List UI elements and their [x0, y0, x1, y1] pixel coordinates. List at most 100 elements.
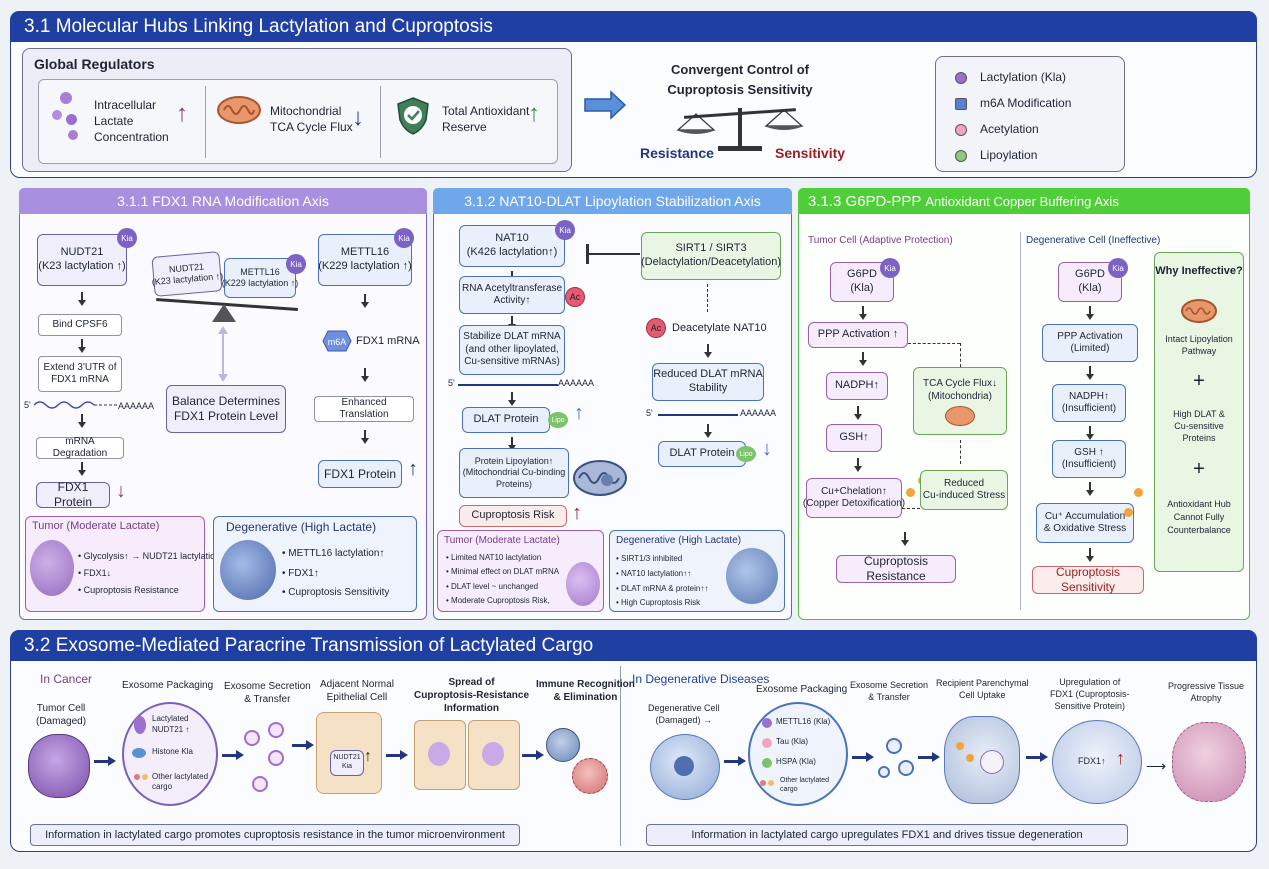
rna-acetyltransferase-box: RNA Acetyltransferase Activity↑ [459, 276, 565, 314]
fdx1-up-arrow: ↑ [1116, 748, 1125, 768]
cell-cluster-icon [726, 548, 778, 604]
fdx1-protein-box-2: FDX1 Protein [318, 460, 402, 488]
copper-ion-icon [1134, 488, 1143, 497]
right-arrow-icon [1026, 752, 1048, 762]
panel-3-1-1-header: 3.1.1 FDX1 RNA Modification Axis [19, 188, 427, 214]
right-arrow-icon [386, 750, 408, 760]
down-arrow [360, 368, 370, 382]
down-arrow [1085, 366, 1095, 380]
degen-list-2: • SIRT1/3 inhibited • NAT10 lactylation↑↑… [616, 552, 708, 611]
intact-label: Intact Lipoylation Pathway [1165, 334, 1233, 357]
dashed-arrow [707, 284, 708, 312]
cargo-dot-icon [966, 754, 974, 762]
down-arrow [858, 306, 868, 320]
down-arrow [703, 344, 713, 358]
cargo-item: Histone Kla [152, 747, 193, 756]
secretion-label: Exosome Secretion & Transfer [850, 680, 929, 702]
gsh-box: GSH↑ [826, 424, 882, 452]
bind-cpsf6-box: Bind CPSF6 [38, 314, 122, 336]
lipo-badge: Lipo [548, 412, 568, 428]
down-arrow [77, 292, 87, 306]
cancer-caption: Information in lactylated cargo promotes… [30, 824, 520, 846]
sensitivity-label: Sensitivity [775, 145, 846, 161]
list-item: • Limited NAT10 lactylation [446, 553, 542, 562]
right-arrow-icon [724, 756, 746, 766]
secretion-label: Exosome Secretion & Transfer [224, 681, 311, 705]
caption-text: Information in lactylated cargo upregula… [691, 829, 1083, 841]
divider [620, 666, 621, 846]
g6pd-box: G6PD (Kla) [830, 262, 894, 302]
down-arrow [1085, 426, 1095, 440]
ac-badge: Ac [646, 318, 666, 338]
degen-caption: Information in lactylated cargo upregula… [646, 824, 1128, 846]
right-arrow-icon: ⟶ [1146, 758, 1167, 774]
down-arrow [360, 294, 370, 308]
cargo-dot-icon [760, 780, 766, 786]
antioxidant-up-arrow: ↑ [528, 100, 540, 127]
list-item: • SIRT1/3 inhibited [616, 554, 683, 563]
tumor-cell-label: Tumor Cell (Adaptive Protection) [808, 235, 953, 246]
risk-up-arrow: ↑ [572, 502, 582, 524]
ppp-limited-box: PPP Activation (Limited) [1042, 324, 1138, 362]
fdx1-label: FDX1↑ [1078, 756, 1106, 766]
tumor-title-1: Tumor (Moderate Lactate) [32, 520, 160, 532]
cell-cluster-icon [220, 540, 276, 600]
mitochondria-icon [217, 96, 261, 124]
lipo-badge: Lipo [736, 446, 756, 462]
convergent-title: Convergent Control of Cuproptosis Sensit… [667, 62, 813, 98]
antioxidant-label: Total Antioxidant Reserve [442, 104, 530, 135]
exosome-icon [268, 750, 284, 766]
dashed-connector [902, 508, 920, 509]
down-arrow [853, 406, 863, 420]
down-arrow [360, 430, 370, 444]
mitochondria-icon [1181, 299, 1217, 323]
dashed-arrow [960, 440, 961, 464]
poly-a-label: AAAAAA [558, 378, 595, 388]
down-arrow [1085, 548, 1095, 562]
section-3-2-panel [10, 630, 1257, 852]
gsh-insufficient-box: GSH ↑ (Insufficient) [1052, 440, 1126, 478]
seesaw-fulcrum [212, 304, 236, 322]
list-item: • Glycolysis↑ → NUDT21 lactylation↑ [78, 551, 225, 561]
lactate-label: Intracellular Lactate Concentration [94, 98, 169, 145]
exosome-icon [268, 722, 284, 738]
legend-swatch [955, 72, 967, 84]
kia-badge: Kia [1108, 258, 1128, 278]
dlat-down-arrow: ↓ [762, 438, 772, 460]
tca-down-arrow: ↓ [352, 104, 364, 131]
section-3-2-header: 3.2 Exosome-Mediated Paracrine Transmiss… [10, 630, 1257, 661]
inhibit-line [588, 253, 640, 255]
exosome-icon [898, 760, 914, 776]
nucleus-icon [980, 750, 1004, 774]
list-item: • Cuproptosis Resistance [78, 585, 179, 596]
tumor-list-1: • Glycolysis↑ → NUDT21 lactylation↑• FDX… [78, 548, 225, 599]
dashed-connector [960, 343, 961, 367]
immune-label: Immune Recognition & Elimination [536, 679, 635, 703]
atrophy-cluster-icon [1172, 722, 1246, 802]
degen-cell-label: Degenerative Cell (Ineffective) [1026, 235, 1161, 246]
five-prime-label: 5' [646, 408, 653, 418]
down-arrow [900, 532, 910, 546]
mitochondria-icon [573, 460, 627, 496]
lactate-up-arrow: ↑ [176, 100, 188, 127]
nadph-insufficient-box: NADPH↑ (Insufficient) [1052, 384, 1126, 422]
right-arrow-icon [222, 750, 244, 760]
list-item: • Minimal effect on DLAT mRNA [446, 567, 560, 577]
kla-protein-icon [762, 718, 772, 728]
down-arrow [858, 352, 868, 366]
fdx1-up-arrow: ↑ [408, 458, 418, 480]
down-arrow [77, 414, 87, 428]
kia-badge: Kia [286, 254, 306, 274]
right-arrow-icon [852, 752, 874, 762]
cargo-item: METTL16 (Kla) [776, 717, 831, 726]
down-arrow [77, 339, 87, 353]
list-item: • NAT10 lactylation↑↑ [616, 568, 692, 578]
copper-ion-icon [906, 488, 915, 497]
caption-text: Information in lactylated cargo promotes… [45, 829, 505, 841]
list-item: • METTL16 lactylation↑ [282, 548, 385, 559]
kia-badge: Kia [555, 220, 575, 240]
right-arrow-icon [522, 750, 544, 760]
double-arrow [218, 326, 228, 382]
spread-label: Spread of Cuproptosis-Resistance Informa… [414, 677, 530, 714]
nadph-box: NADPH↑ [826, 372, 888, 400]
